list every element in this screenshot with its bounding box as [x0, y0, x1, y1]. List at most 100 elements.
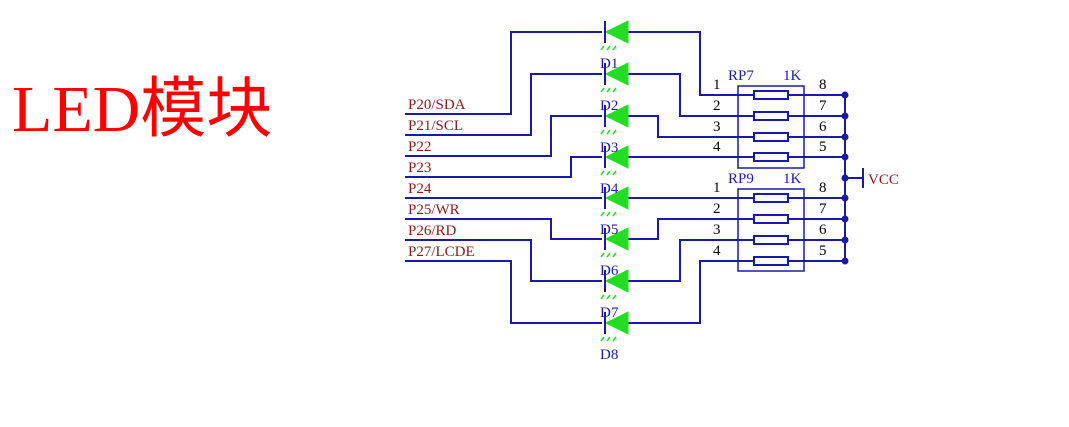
led-wire-6	[628, 218, 748, 240]
pin-number-left: 4	[713, 139, 721, 155]
pin-number-left: 3	[713, 119, 721, 135]
led-ray	[612, 252, 617, 258]
net-label-p20-sda: P20/SDA	[408, 97, 466, 113]
resistor-body	[753, 193, 789, 203]
resistor-body	[753, 111, 789, 121]
net-label-p22: P22	[408, 139, 431, 155]
net-wire-1	[405, 31, 602, 115]
junction-dot	[841, 257, 849, 265]
led-ray	[600, 170, 605, 176]
led-ray	[606, 294, 611, 300]
led-ray	[600, 45, 605, 51]
led-ray	[612, 129, 617, 135]
led-label-d6: D6	[600, 263, 619, 279]
led-d3	[600, 104, 629, 135]
resistor-body	[753, 90, 789, 100]
led-wire-8	[628, 260, 748, 324]
pin-number-left: 4	[713, 243, 721, 259]
led-triangle	[604, 62, 629, 86]
led-label-d4: D4	[600, 181, 619, 197]
led-ray	[606, 129, 611, 135]
led-ray	[612, 170, 617, 176]
led-ray	[606, 87, 611, 93]
led-wire-1	[628, 31, 748, 96]
net-wire-6	[405, 218, 602, 240]
led-wire-2	[628, 73, 748, 117]
led-d5	[600, 186, 629, 217]
led-ray	[600, 336, 605, 342]
led-d8	[600, 311, 629, 342]
pin-number-left: 1	[713, 77, 721, 93]
junction-dot	[841, 236, 849, 244]
led-ray	[600, 129, 605, 135]
parts	[600, 20, 864, 342]
led-label-d2: D2	[600, 98, 618, 114]
led-triangle	[604, 20, 629, 44]
led-d4	[600, 145, 629, 176]
labels: P20/SDAP21/SCLP22P23P24P25/WRP26/RDP27/L…	[408, 56, 899, 363]
led-label-d5: D5	[600, 222, 618, 238]
net-label-p27-lcde: P27/LCDE	[408, 244, 475, 260]
junction-dot	[841, 133, 849, 141]
net-wire-8	[405, 260, 602, 324]
junction-dot	[841, 215, 849, 223]
pin-number-right: 7	[819, 201, 827, 217]
junction-dot	[841, 153, 849, 161]
net-wire-4	[405, 156, 602, 178]
led-ray	[612, 87, 617, 93]
net-label-p21-scl: P21/SCL	[408, 118, 463, 134]
led-ray	[612, 336, 617, 342]
led-ray	[612, 294, 617, 300]
led-ray	[606, 211, 611, 217]
net-wire-3	[405, 115, 602, 157]
junction-dot	[841, 194, 849, 202]
resistor-pack-name: RP9	[728, 171, 754, 187]
resistor-body	[753, 152, 789, 162]
led-label-d1: D1	[600, 56, 618, 72]
led-ray	[612, 211, 617, 217]
pin-number-left: 2	[713, 201, 721, 217]
led-triangle	[604, 104, 629, 128]
resistor-pack-box	[737, 188, 805, 272]
led-d7	[600, 269, 629, 300]
led-triangle	[604, 311, 629, 335]
pin-number-right: 5	[819, 243, 827, 259]
net-wire-2	[405, 73, 602, 136]
pin-number-right: 6	[819, 119, 827, 135]
junction-dot	[841, 174, 849, 182]
led-d2	[600, 62, 629, 93]
led-triangle	[604, 145, 629, 169]
resistor-body	[753, 214, 789, 224]
net-label-p24: P24	[408, 181, 432, 197]
junction-dot	[841, 112, 849, 120]
pin-number-right: 7	[819, 98, 827, 114]
led-ray	[612, 45, 617, 51]
led-d1	[600, 20, 629, 51]
vcc-label: VCC	[868, 172, 899, 188]
led-wire-7	[628, 239, 748, 282]
led-ray	[606, 336, 611, 342]
net-wire-7	[405, 239, 602, 282]
pin-number-right: 8	[819, 180, 827, 196]
pin-number-right: 8	[819, 77, 827, 93]
pin-number-left: 3	[713, 222, 721, 238]
led-ray	[606, 45, 611, 51]
resistor-body	[753, 235, 789, 245]
led-triangle	[604, 269, 629, 293]
resistor-pack-box	[737, 85, 805, 169]
led-ray	[606, 170, 611, 176]
pin-number-left: 2	[713, 98, 721, 114]
resistor-pack-value: 1K	[783, 171, 802, 187]
led-wire-3	[628, 115, 748, 138]
resistor-body	[753, 256, 789, 266]
net-label-p23: P23	[408, 160, 431, 176]
led-triangle	[604, 186, 629, 210]
pin-number-right: 6	[819, 222, 827, 238]
resistor-body	[753, 132, 789, 142]
resistor-pack-rp9	[737, 188, 849, 272]
led-triangle	[604, 227, 629, 251]
page-title: LED模块	[12, 73, 273, 146]
led-ray	[606, 252, 611, 258]
net-label-p26-rd: P26/RD	[408, 223, 457, 239]
